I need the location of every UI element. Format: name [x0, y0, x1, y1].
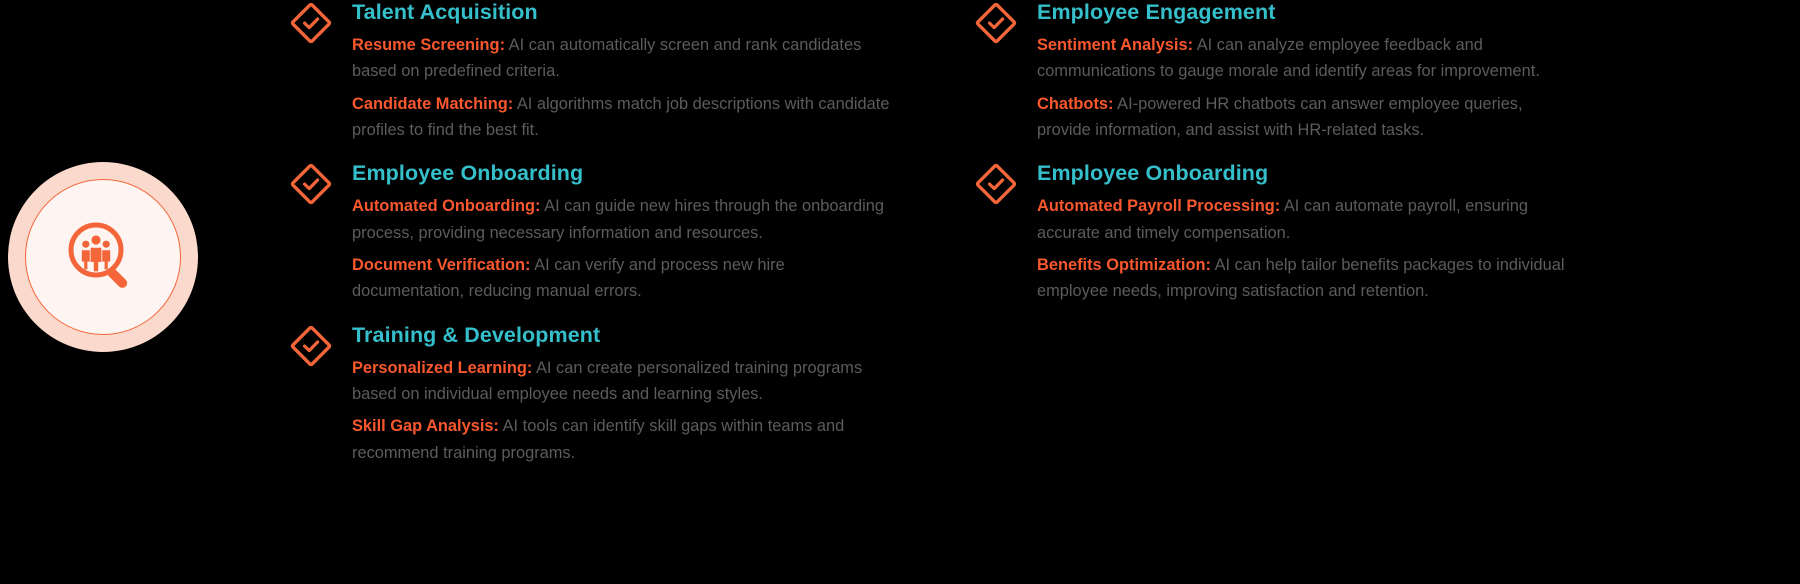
section-item: Chatbots: AI-powered HR chatbots can ans…	[1037, 91, 1575, 144]
section-heading: Training & Development	[352, 322, 601, 347]
item-term: Sentiment Analysis:	[1037, 35, 1194, 54]
item-description: AI tools can identify skill gaps within …	[352, 417, 845, 462]
item-term: Document Verification:	[352, 256, 531, 275]
item-description: AI can analyze employee feedback and com…	[1037, 35, 1540, 81]
item-term: Skill Gap Analysis:	[352, 417, 499, 436]
item-description: AI can verify and process new hire docum…	[352, 256, 785, 301]
item-description: AI-powered HR chatbots can answer employ…	[1037, 94, 1523, 140]
section-item: Automated Onboarding: AI can guide new h…	[352, 193, 890, 246]
section-heading: Employee Engagement	[1037, 0, 1276, 24]
section-item: Skill Gap Analysis: AI tools can identif…	[352, 413, 890, 466]
item-description: AI can help tailor benefits packages to …	[1037, 256, 1565, 301]
diamond-check-icon	[975, 163, 1017, 205]
item-term: Automated Payroll Processing:	[1037, 197, 1281, 216]
item-term: Benefits Optimization:	[1037, 256, 1211, 275]
item-term: Resume Screening:	[352, 35, 506, 54]
section-heading: Talent Acquisition	[352, 0, 538, 24]
item-description: AI algorithms match job descriptions wit…	[352, 94, 890, 140]
item-description: AI can guide new hires through the onboa…	[352, 197, 885, 242]
item-description: AI can automatically screen and rank can…	[352, 35, 862, 81]
section-item: Sentiment Analysis: AI can analyze emplo…	[1037, 32, 1575, 85]
item-description: AI can create personalized training prog…	[352, 358, 863, 404]
section-item: Document Verification: AI can verify and…	[352, 252, 890, 305]
item-term: Automated Onboarding:	[352, 197, 541, 216]
item-term: Personalized Learning:	[352, 358, 533, 377]
item-term: Candidate Matching:	[352, 94, 514, 113]
section-item: Personalized Learning: AI can create per…	[352, 355, 890, 408]
diamond-check-icon	[290, 163, 332, 205]
diamond-check-icon	[290, 325, 332, 367]
section-heading: Employee Onboarding	[1037, 161, 1269, 186]
section-item: Automated Payroll Processing: AI can aut…	[1037, 193, 1575, 246]
item-term: Chatbots:	[1037, 94, 1114, 113]
magnifier-people-icon	[65, 219, 141, 295]
section-item: Resume Screening: AI can automatically s…	[352, 32, 890, 85]
logo-badge	[8, 162, 198, 352]
section-item: Candidate Matching: AI algorithms match …	[352, 91, 890, 144]
item-description: AI can automate payroll, ensuring accura…	[1037, 197, 1529, 242]
section-heading: Employee Onboarding	[352, 161, 584, 186]
diamond-check-icon	[975, 2, 1017, 44]
section-item: Benefits Optimization: AI can help tailo…	[1037, 252, 1575, 305]
diamond-check-icon	[290, 2, 332, 44]
